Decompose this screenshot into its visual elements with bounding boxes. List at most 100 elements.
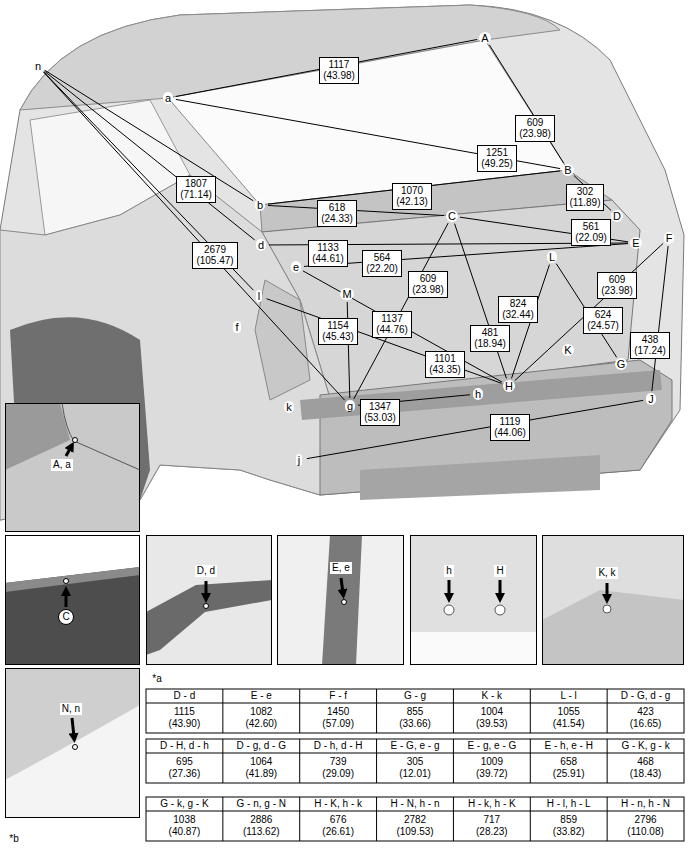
table-header-cell: H - N, h - n	[391, 798, 440, 810]
table-header-cell: E - h, e - H	[545, 740, 593, 752]
pointer-arrow	[448, 580, 451, 597]
dimension-box: 481 (18.94)	[470, 325, 510, 352]
detail-inset: E, e	[277, 535, 404, 665]
point-label: H	[503, 380, 515, 392]
dimension-box: 1807 (71.14)	[176, 176, 216, 203]
point-label: l	[256, 290, 262, 302]
dimension-value: 564 (22.20)	[366, 252, 398, 275]
hole	[495, 605, 505, 615]
table-value-cell: 1055 (41.54)	[553, 706, 585, 730]
detail-insets	[5, 403, 684, 818]
pointer-arrow	[72, 718, 74, 737]
table-header-cell: E - G, e - g	[391, 740, 440, 752]
table-header-cell: G - K, g - k	[621, 740, 669, 752]
point-label: e	[291, 261, 301, 273]
table-value-cell: 1064 (41.89)	[245, 756, 277, 780]
dimension-box: 438 (17.24)	[630, 332, 670, 359]
point-callout: D, d	[195, 565, 217, 577]
table-header-cell: H - n, h - N	[621, 798, 670, 810]
table-value-cell: 2886 (113.62)	[243, 814, 280, 838]
dimension-value: 561 (22.09)	[575, 221, 607, 244]
table-rule	[376, 739, 377, 783]
inset-panel	[542, 590, 684, 665]
detail-inset: K, k	[542, 535, 684, 665]
measure-point	[342, 600, 347, 605]
table-header-cell: L - l	[561, 690, 577, 702]
dimension-value: 1807 (71.14)	[180, 178, 212, 201]
table-value-cell: 739 (29.09)	[322, 756, 354, 780]
dimension-box: 624 (24.57)	[583, 307, 623, 334]
dimension-line	[347, 302, 350, 398]
table-rule	[146, 811, 684, 812]
point-label: C	[446, 210, 458, 222]
dimension-line	[44, 71, 255, 240]
table-header-cell: D - d	[174, 690, 196, 702]
inset-ground	[146, 535, 272, 665]
dimension-box: 609 (23.98)	[597, 272, 637, 299]
dimension-box: 1251 (49.25)	[477, 145, 517, 172]
point-label: F	[664, 232, 675, 244]
dimension-box: 302 (11.89)	[566, 184, 605, 211]
dimension-value: 609 (23.98)	[519, 117, 551, 140]
inset-ground	[542, 535, 684, 665]
table-value-cell: 658 (25.91)	[553, 756, 585, 780]
table-header-cell: H - l, h - L	[547, 798, 591, 810]
pointer-arrow	[606, 583, 609, 598]
dimension-box: 564 (22.20)	[362, 250, 402, 277]
point-label: n	[33, 60, 43, 72]
inset-panel	[5, 567, 140, 665]
dimension-value: 1133 (44.61)	[312, 242, 344, 265]
dimension-box: 1154 (45.43)	[318, 318, 358, 345]
detail-inset: A, a	[5, 403, 140, 532]
dimension-value: 609 (23.98)	[601, 274, 633, 297]
point-label: B	[562, 164, 573, 176]
pointer-arrow	[66, 447, 71, 456]
table-value-cell: 855 (33.66)	[399, 706, 431, 730]
dimension-box: 1070 (42.13)	[392, 183, 432, 210]
table-rule	[376, 689, 377, 733]
dimension-line	[307, 400, 643, 458]
table-header-cell: K - k	[482, 690, 503, 702]
table-rule	[607, 739, 608, 783]
table-frame	[146, 797, 684, 841]
table-header-cell: H - K, h - k	[314, 798, 362, 810]
pointer-arrow	[341, 578, 343, 593]
measure-point	[73, 745, 78, 750]
table-rule	[453, 689, 454, 733]
dimension-box: 618 (24.33)	[317, 200, 357, 227]
table-value-cell: 859 (33.82)	[553, 814, 585, 838]
table-rule	[222, 689, 223, 733]
table-rule	[530, 689, 531, 733]
point-label: E	[630, 237, 641, 249]
table-value-cell: 1004 (39.53)	[476, 706, 508, 730]
dimension-box: 1119 (44.06)	[490, 414, 530, 441]
detail-inset: D, d	[146, 535, 272, 665]
detail-inset: C	[5, 535, 140, 665]
inset-ground	[5, 535, 140, 665]
dimension-box: 824 (32.44)	[498, 296, 538, 323]
point-callout: K, k	[596, 567, 617, 579]
inset-cutout	[410, 632, 537, 665]
table-value-cell: 1009 (39.72)	[476, 756, 508, 780]
pointer-arrow	[499, 580, 502, 597]
point-label: d	[256, 239, 266, 251]
dimension-value: 1347 (53.03)	[364, 401, 396, 424]
dimension-box: 1347 (53.03)	[360, 399, 400, 426]
table-value-cell: 1082 (42.60)	[245, 706, 277, 730]
table-header-cell: G - k, g - K	[160, 798, 208, 810]
point-label: M	[340, 288, 353, 300]
dimension-box: 561 (22.09)	[571, 219, 611, 246]
dimension-box: 609 (23.98)	[515, 115, 555, 142]
inset-flange	[5, 567, 140, 592]
point-label: k	[284, 401, 294, 413]
dimension-line	[44, 72, 254, 290]
table-header-cell: E - e	[251, 690, 272, 702]
table-header-cell: F - f	[329, 690, 347, 702]
table-rule	[376, 797, 377, 841]
dimension-line	[267, 299, 502, 384]
dimension-value: 624 (24.57)	[587, 309, 619, 332]
table-value-cell: 717 (28.23)	[476, 814, 508, 838]
dimension-box: 1137 (44.76)	[372, 311, 412, 338]
circled-label: C	[58, 609, 74, 625]
hole	[603, 605, 611, 613]
